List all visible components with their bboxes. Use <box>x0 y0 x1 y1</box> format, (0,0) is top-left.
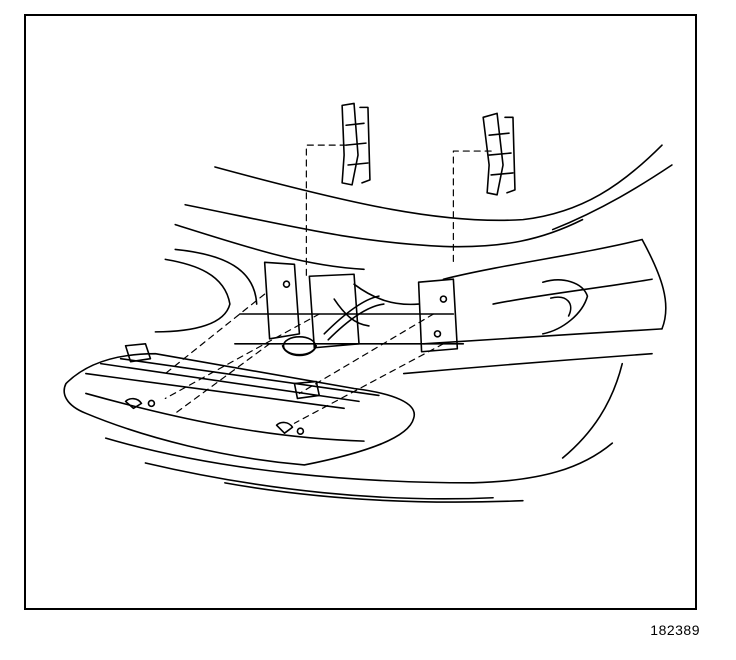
wiring-harness <box>323 295 385 341</box>
retaining-clip-left <box>341 102 371 186</box>
retaining-clip-right <box>482 112 516 196</box>
figure-number: 182389 <box>650 622 700 638</box>
fender-outline <box>402 238 667 459</box>
wheel-arch <box>154 248 258 333</box>
front-fascia <box>104 437 614 503</box>
installation-guide-lines <box>164 144 492 424</box>
hood-outline <box>174 144 673 271</box>
fastener-markers <box>147 280 448 435</box>
headlamp-removal-diagram <box>63 102 673 503</box>
headlamp-assembly <box>63 342 416 466</box>
illustration-frame <box>24 14 697 610</box>
